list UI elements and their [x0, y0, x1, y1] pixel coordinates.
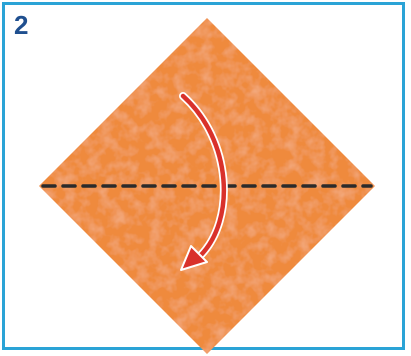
fold-arrow	[179, 92, 228, 271]
step-number: 2	[14, 10, 29, 40]
arrow-head	[180, 245, 208, 271]
